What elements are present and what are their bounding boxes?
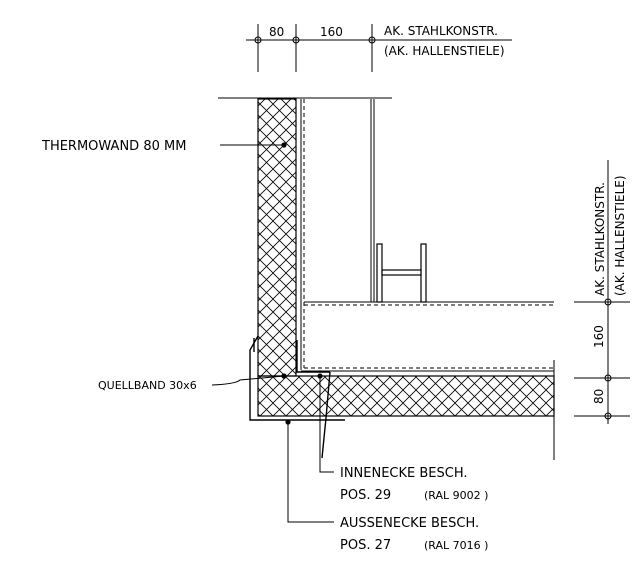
outer-corner-flashing (249, 335, 345, 421)
top-dim-160: 160 (320, 25, 343, 39)
top-ref-stahlkonstr: AK. STAHLKONSTR. (384, 24, 498, 38)
top-ref-hallenstiele: (AK. HALLENSTIELE) (384, 44, 505, 58)
innenecke-ral: (RAL 9002 ) (424, 489, 488, 502)
inner-corner-flashing (296, 340, 331, 459)
horizontal-panel (257, 360, 555, 460)
top-dimension-chain (246, 24, 512, 72)
innenecke-pos: POS. 29 (340, 488, 391, 503)
leader-lines (211, 144, 334, 523)
aussenecke-ral: (RAL 7016 ) (424, 539, 488, 552)
thermowand-label: THERMOWAND 80 MM (41, 139, 186, 154)
quellband-label: QUELLBAND 30x6 (98, 379, 197, 392)
right-dimension-chain (574, 160, 630, 424)
right-dim-160: 160 (592, 325, 606, 348)
top-dim-80: 80 (269, 25, 284, 39)
aussenecke-label: AUSSENECKE BESCH. (340, 516, 479, 531)
steel-column (300, 99, 554, 372)
vertical-wall-panel (218, 97, 392, 377)
h-beam-profile (376, 243, 427, 303)
right-dim-80: 80 (592, 389, 606, 404)
innenecke-label: INNENECKE BESCH. (340, 466, 468, 481)
right-ref-stahlkonstr: AK. STAHLKONSTR. (593, 182, 607, 296)
right-ref-hallenstiele: (AK. HALLENSTIELE) (613, 175, 627, 296)
aussenecke-pos: POS. 27 (340, 538, 391, 553)
leader-dots (281, 142, 323, 425)
